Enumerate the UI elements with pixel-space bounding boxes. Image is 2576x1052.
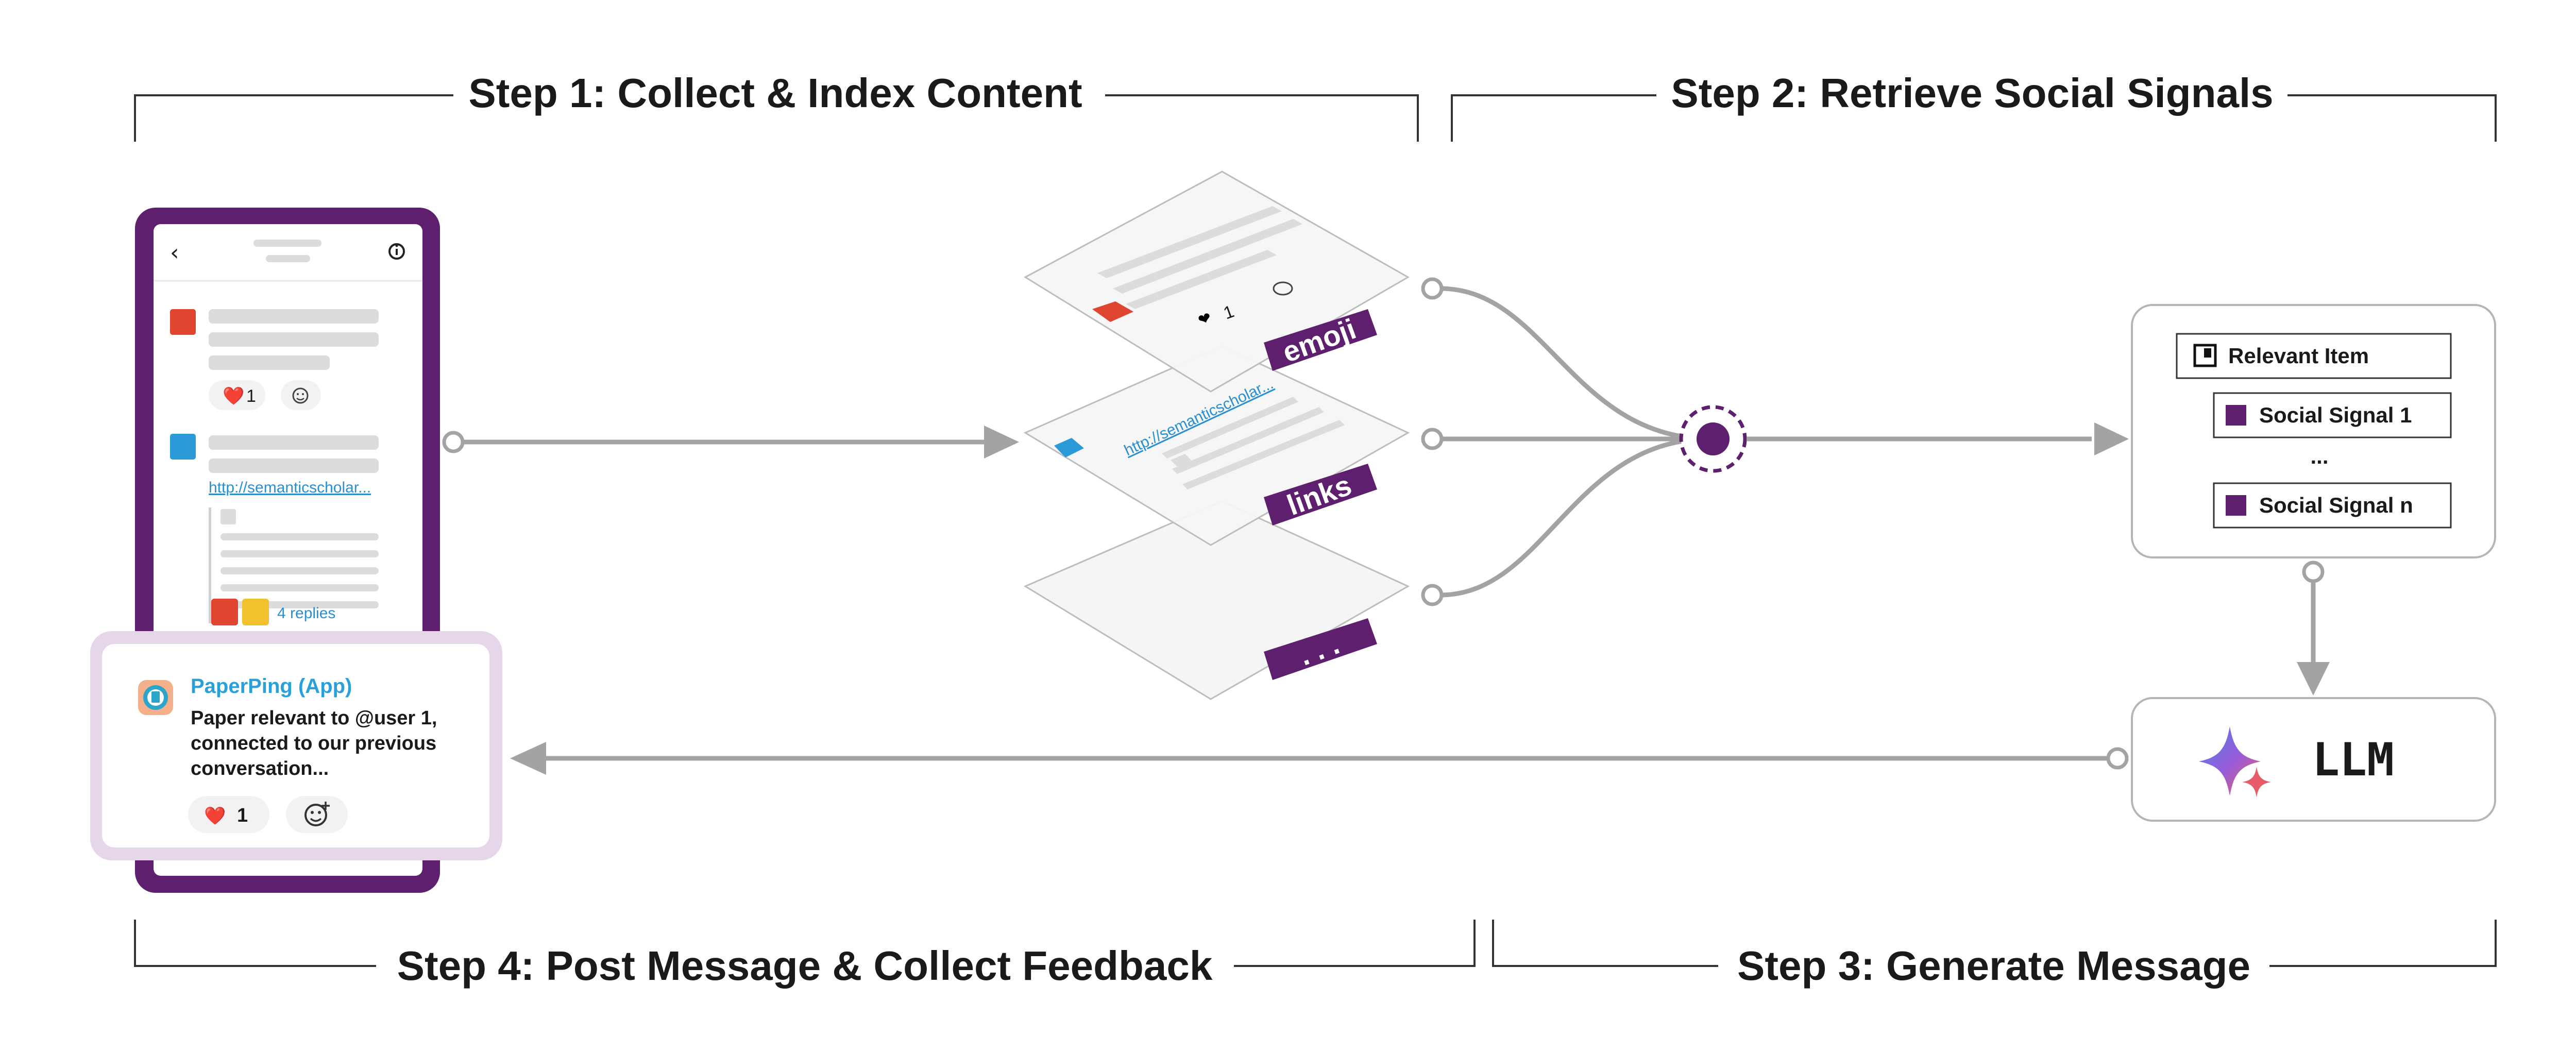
signal-square-icon <box>2226 495 2246 516</box>
channel-subtitle-placeholder <box>266 255 310 262</box>
shared-link[interactable]: http://semanticscholar... <box>209 479 371 496</box>
index-layers: . . . http://semanticscholar... links ❤ <box>1023 171 1410 700</box>
social-signal-1-row: Social Signal 1 <box>2213 392 2452 438</box>
svg-text:Relevant Item: Relevant Item <box>2228 344 2369 368</box>
arrow-generate <box>2297 561 2330 695</box>
channel-title-placeholder <box>253 240 321 247</box>
app-logo-icon <box>138 680 173 715</box>
bookmark-icon <box>2193 344 2217 367</box>
svg-text:1: 1 <box>246 386 256 406</box>
arrow-post <box>510 742 2129 775</box>
layer-more: . . . <box>1023 500 1410 700</box>
message-line-3: conversation... <box>191 758 329 779</box>
llm-label: LLM <box>2312 733 2394 786</box>
step4-bracket: Step 4: Post Message & Collect Feedback <box>134 920 1476 989</box>
step2-bracket: Step 2: Retrieve Social Signals <box>1451 70 2497 142</box>
signals-ellipsis: ... <box>2310 444 2328 468</box>
phone-message-1: ❤️ 1 <box>170 309 379 410</box>
connector-node <box>1421 277 1444 300</box>
step4-title: Step 4: Post Message & Collect Feedback <box>397 943 1213 989</box>
reply-avatar-1 <box>211 599 238 625</box>
message-line-1: Paper relevant to @user 1, <box>191 707 437 729</box>
merge-connectors <box>1421 277 2129 606</box>
avatar <box>1054 438 1084 457</box>
step1-bracket: Step 1: Collect & Index Content <box>134 70 1419 142</box>
heart-icon: ❤️ <box>223 386 245 406</box>
phone-message-2: http://semanticscholar... 4 replies <box>170 434 379 625</box>
add-reaction-icon <box>1273 281 1293 296</box>
connector-node <box>1421 428 1444 450</box>
heart-icon: ❤️ <box>204 806 226 826</box>
step3-bracket: Step 3: Generate Message <box>1492 920 2497 989</box>
arrow-collect <box>442 426 1019 459</box>
back-chevron-icon[interactable]: ‹ <box>170 240 179 266</box>
layer-emoji: ❤ 1 emoji <box>1023 171 1410 393</box>
reply-avatar-2 <box>242 599 269 625</box>
svg-text:Social Signal n: Social Signal n <box>2259 493 2413 517</box>
avatar <box>170 434 196 460</box>
svg-text:Social Signal 1: Social Signal 1 <box>2259 403 2412 427</box>
link-preview-border <box>209 507 211 623</box>
svg-text:1: 1 <box>237 805 248 826</box>
signal-square-icon <box>2226 405 2246 426</box>
social-signal-n-row: Social Signal n <box>2213 482 2452 529</box>
social-signals-card: Relevant Item Social Signal 1 ... Social… <box>2131 304 2496 558</box>
app-message-card: PaperPing (App) Paper relevant to @user … <box>90 631 502 860</box>
step2-title: Step 2: Retrieve Social Signals <box>1671 70 2273 116</box>
sparkle-icon <box>2199 726 2271 798</box>
message-line-2: connected to our previous <box>191 733 436 754</box>
add-reaction-icon[interactable] <box>286 796 348 833</box>
step3-title: Step 3: Generate Message <box>1737 943 2250 989</box>
connector-node <box>1421 584 1444 606</box>
reaction-pill[interactable]: ❤️ 1 <box>209 380 265 410</box>
relevant-item-row: Relevant Item <box>2176 333 2452 379</box>
add-reaction-icon[interactable] <box>281 380 321 410</box>
merge-node <box>1679 405 1747 473</box>
app-name[interactable]: PaperPing (App) <box>191 675 352 698</box>
llm-box: LLM <box>2131 697 2496 822</box>
info-icon[interactable] <box>388 243 405 260</box>
message-reaction-pill[interactable]: ❤️ 1 <box>188 796 269 833</box>
avatar <box>170 309 196 335</box>
avatar <box>1092 301 1133 322</box>
step1-title: Step 1: Collect & Index Content <box>468 70 1082 116</box>
replies-link[interactable]: 4 replies <box>277 605 335 622</box>
